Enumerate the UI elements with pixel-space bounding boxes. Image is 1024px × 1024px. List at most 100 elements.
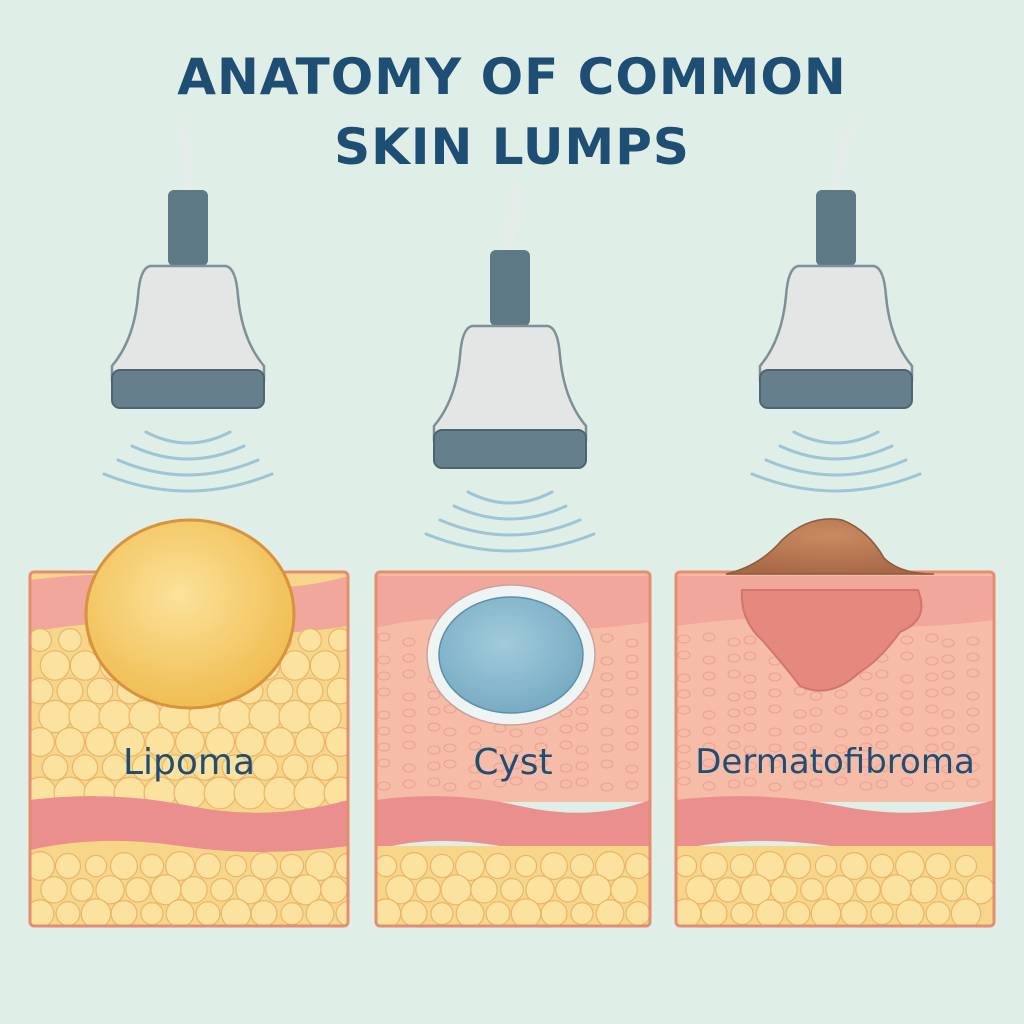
fat-globule: [800, 877, 824, 902]
dermis-speck: [509, 760, 523, 770]
fat-globule: [484, 852, 512, 880]
fat-globule: [485, 901, 511, 926]
fat-globule: [326, 677, 348, 705]
dermis-speck: [443, 782, 457, 792]
dermis-band: [376, 796, 650, 852]
dermis-speck: [859, 758, 873, 768]
fat-globule: [700, 900, 728, 926]
fat-globule: [950, 898, 982, 926]
fat-globule: [281, 754, 309, 781]
fat-globule: [84, 854, 108, 878]
dermis-speck: [727, 637, 741, 647]
dermis-speck: [702, 742, 716, 752]
fat-globule: [195, 901, 221, 926]
dermis-speck: [625, 709, 639, 719]
fat-globule: [625, 901, 650, 926]
dermis-speck: [875, 763, 889, 773]
dermis-speck: [493, 762, 507, 772]
dermis-speck: [677, 705, 691, 715]
fat-globule: [814, 854, 838, 878]
cyst-label: Cyst: [473, 742, 553, 783]
dermis-speck: [427, 690, 441, 700]
dermis-speck: [509, 776, 523, 786]
ultrasound-probe: [110, 125, 266, 409]
ultrasound-probe: [432, 185, 588, 469]
probe-cable: [505, 185, 521, 255]
fat-globule: [55, 901, 81, 926]
fat-globule: [785, 901, 811, 926]
dermis-speck: [427, 761, 441, 771]
dermis-speck: [534, 726, 548, 736]
dermis-speck: [402, 779, 416, 789]
dermis-speck: [793, 725, 807, 735]
dermis-speck: [966, 636, 980, 646]
fat-globule: [510, 898, 542, 926]
fat-globule: [84, 726, 115, 757]
dermis-speck: [377, 742, 391, 752]
dermis-speck: [925, 704, 939, 714]
dermis-speck: [402, 740, 416, 750]
dermis-speck: [702, 687, 716, 697]
dermis-speck: [900, 651, 914, 661]
fat-globule: [266, 677, 294, 705]
dermis-speck: [966, 723, 980, 733]
ultrasound-waves: [102, 430, 922, 553]
dermis-speck: [941, 780, 955, 790]
dermatofibroma-label: Dermatofibroma: [695, 742, 975, 782]
dermis-speck: [859, 726, 873, 736]
fat-globule: [334, 852, 348, 880]
dermis-speck: [702, 781, 716, 791]
ultrasound-probes: [110, 125, 914, 469]
wave-arc: [130, 444, 246, 461]
dermis-speck: [377, 726, 391, 736]
fat-globule: [311, 754, 339, 781]
dermis-speck: [377, 632, 391, 642]
fat-globule: [784, 852, 812, 880]
fat-globule: [320, 875, 348, 904]
dermis-speck: [925, 688, 939, 698]
dermis-speck: [768, 688, 782, 698]
fat-globule: [221, 754, 249, 781]
dermis-speck: [427, 745, 441, 755]
fat-globule: [30, 627, 52, 652]
dermatofibroma-dome: [725, 518, 935, 575]
probe-body: [110, 264, 266, 382]
dermis-speck: [727, 740, 741, 750]
fat-globule: [251, 754, 279, 781]
fat-globule: [80, 898, 112, 926]
dermis-speck: [966, 691, 980, 701]
fat-globule: [250, 851, 279, 880]
dermis-speck: [966, 762, 980, 772]
wave-arc: [750, 472, 922, 493]
dermis-speck: [402, 669, 416, 679]
fat-globule: [810, 898, 842, 926]
fat-globule: [825, 875, 855, 905]
fat-globule: [910, 875, 938, 904]
dermis-speck: [809, 723, 823, 733]
fat-globule: [954, 854, 978, 878]
probe-cable: [831, 125, 855, 195]
dermis-speck: [875, 724, 889, 734]
dermis-speck: [834, 705, 848, 715]
fat-globule: [180, 875, 208, 904]
dermis-speck: [559, 740, 573, 750]
dermis-speck: [875, 779, 889, 789]
dermis-speck: [768, 672, 782, 682]
dermis-speck: [427, 706, 441, 716]
fat-globule: [165, 899, 195, 926]
dermis-speck: [575, 722, 589, 732]
dermis-speck: [625, 670, 639, 680]
dermis-speck: [900, 722, 914, 732]
fat-globule: [305, 899, 335, 926]
dermis-speck: [702, 655, 716, 665]
dermis-speck: [493, 746, 507, 756]
dermis-speck: [402, 692, 416, 702]
dermis-speck: [625, 725, 639, 735]
fat-globule: [70, 877, 94, 902]
fat-globule: [770, 875, 798, 904]
fat-globule: [840, 900, 868, 926]
fat-globule: [125, 876, 151, 903]
dermis-speck: [427, 722, 441, 732]
fat-globule: [165, 850, 196, 881]
dermis-speck: [966, 778, 980, 788]
